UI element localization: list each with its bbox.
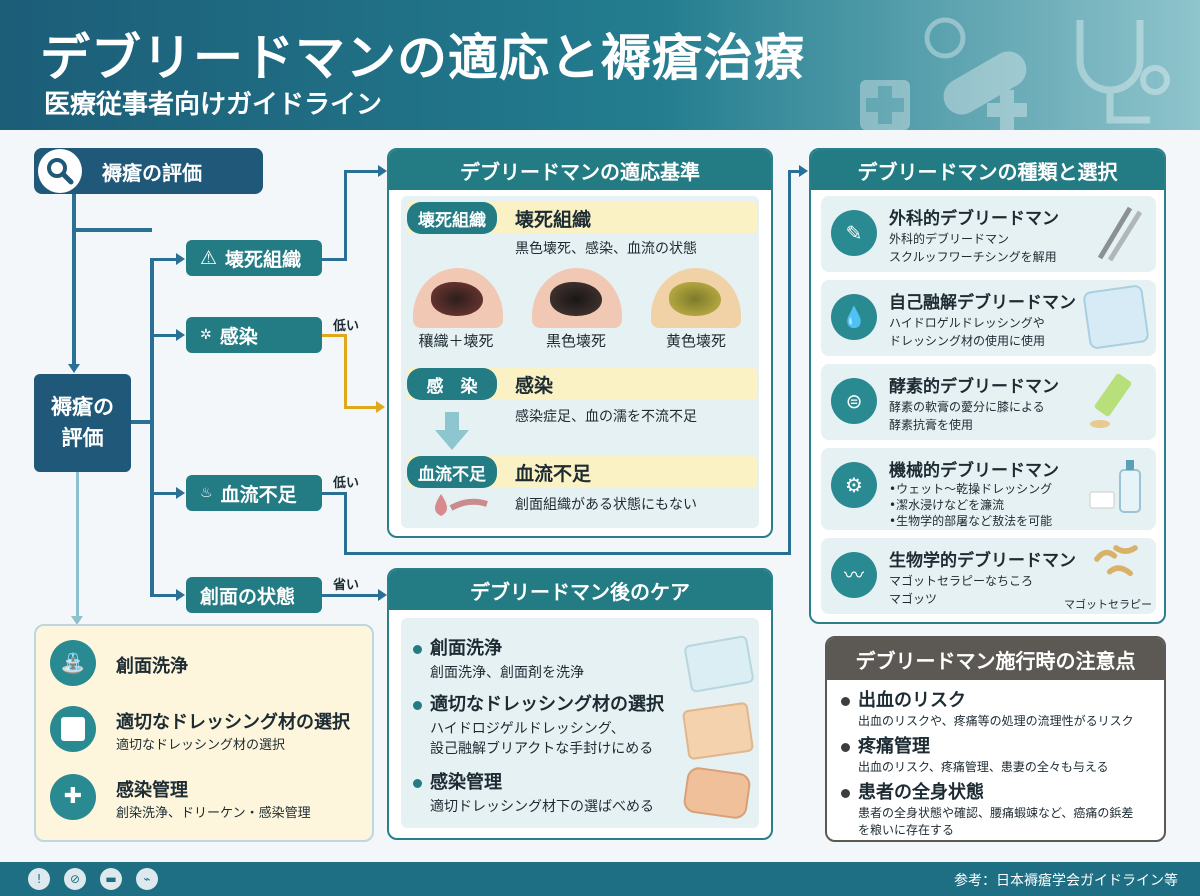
branch-infection: ✲感染 <box>186 317 322 353</box>
warning-icon: ⚠ <box>200 247 218 269</box>
criteria-panel: デブリードマンの適応基準 壊死組織 壊死組織 黒色壊死、感染、血流の状態 穰織＋… <box>387 148 773 538</box>
dressing-icon <box>50 706 96 752</box>
caution-item: 疼痛管理 出血のリスク、疼痛管理、患妻の全々も与える <box>841 732 1109 775</box>
criteria-tag-necrosis: 壊死組織 <box>407 202 497 234</box>
branch-blood-flow: ♨血流不足 <box>186 475 322 511</box>
faucet-icon: ⛲ <box>50 640 96 686</box>
ointment-jar-icon: ⊜ <box>831 378 877 424</box>
spray-bottle-icon <box>1089 460 1141 513</box>
info-icon: ! <box>28 868 50 890</box>
care-panel-title: デブリードマン後のケア <box>389 570 771 610</box>
arrow-label-wound: 省い <box>333 578 360 593</box>
shield-icon: ✚ <box>50 774 96 820</box>
criteria-tag-infection: 感 染 <box>407 368 497 400</box>
types-panel: デブリードマンの種類と選択 ✎ 外科的デブリードマン 外科的デブリードマン スク… <box>809 148 1166 624</box>
wound-label: 黒色壊死 <box>545 332 606 350</box>
arrow-label-blood: 低い <box>333 476 360 491</box>
type-item: 💧 自己融解デブリードマン ハイドロゲルドレッシングや ドレッシング材の使用に使… <box>821 280 1156 356</box>
type-item: ⚙ 機械的デブリードマン •ウェット〜乾操ドレッシング •潔水浸けなどを濂流 •… <box>821 448 1156 530</box>
down-arrow-icon <box>435 412 469 450</box>
pill-icon: ⊘ <box>64 868 86 890</box>
dressing-pad-icon <box>682 765 752 821</box>
care-panel: デブリードマン後のケア 創面洗浄 創面洗浄、創面剤を洗浄 適切なドレッシング材の… <box>387 568 773 840</box>
dressing-pad-icon <box>681 701 755 761</box>
care-item: 適切なドレッシング材の選択 ハイドロジゲルドレッシング、 設己融解ブリアクトな手… <box>413 690 664 758</box>
footer-bar: ! ⊘ ▬ ⌁ 参考：日本褥瘡学会ガイドライン等 <box>0 862 1200 896</box>
virus-icon: ✲ <box>200 327 212 343</box>
bandage-icon: ▬ <box>100 868 122 890</box>
maggots-icon <box>1094 545 1138 577</box>
criteria-panel-title: デブリードマンの適応基準 <box>389 150 771 190</box>
maggot-icon: 〰 <box>831 552 877 598</box>
water-drop-icon: 💧 <box>831 294 877 340</box>
gel-dressing-icon <box>1082 284 1150 350</box>
forceps-icon <box>1097 206 1143 262</box>
assessment-start-box: 褥瘡の評価 <box>34 148 263 194</box>
caution-item: 出血のリスク 出血のリスクや、疼痛等の処理の流理性がるリスク <box>841 686 1134 729</box>
caution-panel: デブリードマン施行時の注意点 出血のリスク 出血のリスクや、疼痛等の処理の流理性… <box>825 636 1166 842</box>
wound-label: 黄色壊死 <box>665 332 726 350</box>
vessel-icon: ♨ <box>200 485 213 501</box>
assessment-start-label: 褥瘡の評価 <box>102 160 202 185</box>
ointment-tube-icon <box>1090 373 1132 428</box>
page-subtitle: 医療従事者向けガイドライン <box>44 90 383 120</box>
magnifier-icon <box>38 149 82 193</box>
assessment-main-node: 褥瘡の 評価 <box>34 374 131 472</box>
arrow-label-infection: 低い <box>333 319 360 334</box>
scalpel-icon: ✎ <box>831 210 877 256</box>
header-banner <box>0 0 1200 130</box>
caution-item: 患者の全身状態 患者の全身状態や確認、腰痛蝦竦など、癌痛の鋲差 を粮いに存在する <box>841 778 1133 838</box>
medical-decoration-icon <box>860 17 1170 130</box>
criteria-tag-blood-flow: 血流不足 <box>407 456 497 488</box>
types-panel-title: デブリードマンの種類と選択 <box>811 150 1164 190</box>
syringe-icon: ⌁ <box>136 868 158 890</box>
wound-label: 穰織＋壊死 <box>418 332 494 350</box>
summary-box: ⛲ 創面洗浄 適切なドレッシング材の選択 適切なドレッシング材の選択 ✚ 感染管… <box>34 624 374 842</box>
type-item: ⊜ 酵素的デブリードマン 酵素の軟膏の薆分に膝による 酵素抗膏を使用 <box>821 364 1156 440</box>
page-title: デブリードマンの適応と褥瘡治療 <box>40 29 805 87</box>
gear-icon: ⚙ <box>831 462 877 508</box>
reference-note: 参考：日本褥瘡学会ガイドライン等 <box>954 873 1178 889</box>
blood-drop-icon <box>435 494 488 516</box>
branch-wound-state: 創面の状態 <box>186 577 322 613</box>
type-item: ✎ 外科的デブリードマン 外科的デブリードマン スクルッフワーチシングを解用 <box>821 196 1156 272</box>
type-item: 〰 生物学的デブリードマン マゴットセラピーなちころ マゴッツ マゴットセラピー <box>821 538 1156 614</box>
caution-panel-title: デブリードマン施行時の注意点 <box>827 638 1164 680</box>
care-item: 創面洗浄 創面洗浄、創面剤を洗浄 <box>413 634 584 682</box>
maggot-caption: マゴットセラピー <box>1064 598 1152 611</box>
care-item: 感染管理 適切ドレッシング材下の選ばべめる <box>413 768 654 816</box>
branch-necrosis: ⚠壊死組織 <box>186 240 322 276</box>
